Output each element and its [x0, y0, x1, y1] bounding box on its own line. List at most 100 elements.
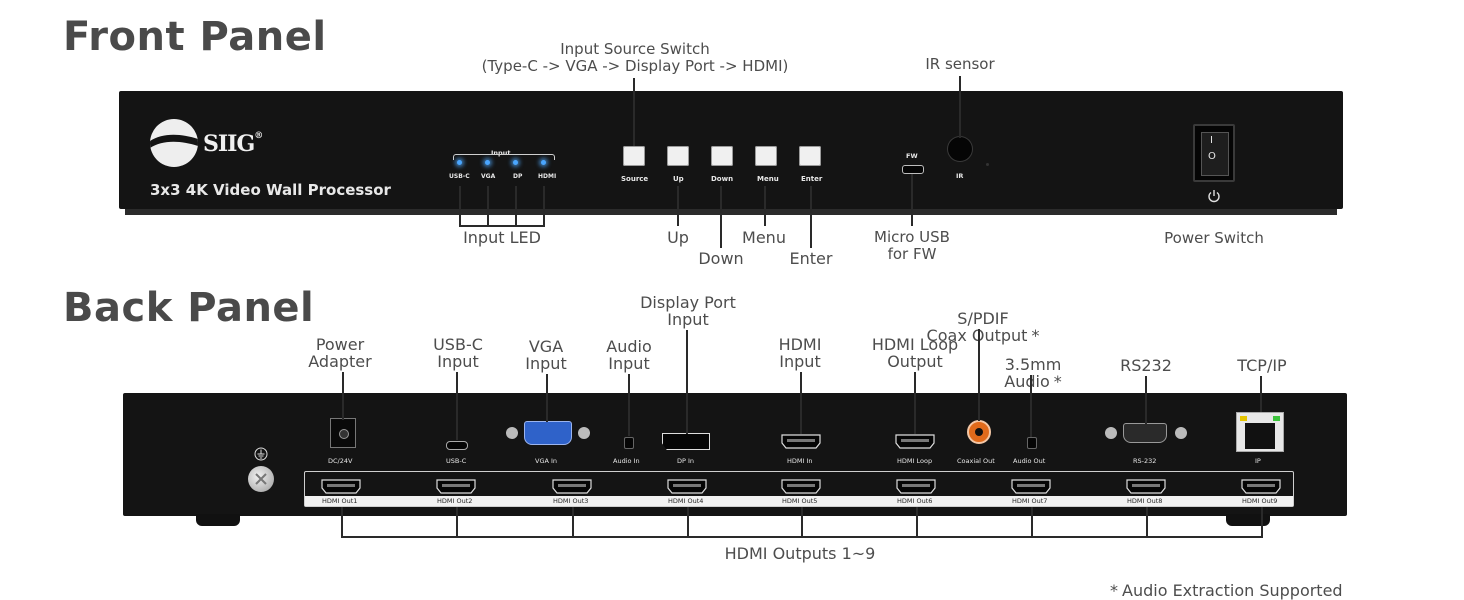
hdmi-in-port[interactable]: [781, 434, 821, 449]
leader-dp: [686, 330, 688, 434]
leader-led-1: [459, 186, 461, 226]
micro-usb-port[interactable]: [902, 165, 924, 174]
dc-port-label: DC/24V: [328, 457, 353, 465]
callout-hdmi-outputs: HDMI Outputs 1~9: [724, 544, 876, 563]
bracket-out-7: [1031, 507, 1033, 537]
hdmi-out-1[interactable]: [321, 479, 361, 494]
callout-tcpip: TCP/IP: [1237, 356, 1287, 375]
led-hdmi: [541, 160, 546, 165]
callout-up: Up: [667, 228, 689, 247]
foot-right: [1226, 514, 1270, 526]
bracket-out-5: [801, 507, 803, 537]
bracket-out-bar: [341, 536, 1263, 538]
power-switch[interactable]: I O: [1193, 124, 1235, 182]
switch-off-symbol: O: [1208, 151, 1216, 162]
hdmi-out-9[interactable]: [1241, 479, 1281, 494]
audio-in-jack[interactable]: [624, 437, 634, 449]
rj45-port[interactable]: [1236, 412, 1284, 452]
leader-rs232: [1145, 376, 1147, 424]
callout-input-led: Input LED: [463, 228, 541, 247]
menu-button[interactable]: [755, 146, 777, 166]
leader-led-3: [515, 186, 517, 226]
dc-pin: [339, 429, 349, 439]
up-button[interactable]: [667, 146, 689, 166]
hdmi-loop-port[interactable]: [895, 434, 935, 449]
callout-enter: Enter: [789, 249, 833, 268]
callout-vga-input: VGA Input: [525, 337, 567, 373]
leader-coax: [978, 329, 980, 421]
coax-out-port[interactable]: [967, 420, 991, 444]
bracket-out-2: [456, 507, 458, 537]
hdmi-out-label-3: HDMI Out3: [553, 497, 589, 505]
dc-power-jack[interactable]: [330, 418, 356, 448]
ground-screw[interactable]: [248, 466, 274, 492]
callout-spdif: S/PDIF Coax Output*: [926, 309, 1040, 345]
callout-power-adapter: Power Adapter: [308, 335, 372, 371]
bracket-out-8: [1146, 507, 1148, 537]
hdmi-out-2[interactable]: [436, 479, 476, 494]
hdmi-out-6[interactable]: [896, 479, 936, 494]
hdmi-out-label-7: HDMI Out7: [1012, 497, 1048, 505]
rs232-port[interactable]: [1123, 423, 1167, 443]
led-dp: [513, 160, 518, 165]
input-group-bracket: [453, 154, 555, 160]
rs232-screw-left: [1105, 427, 1117, 439]
hdmi-out-label-4: HDMI Out4: [668, 497, 704, 505]
callout-input-source-switch: Input Source Switch (Type-C -> VGA -> Di…: [481, 40, 789, 75]
callout-micro-usb: Micro USB for FW: [874, 228, 950, 263]
vga-port[interactable]: [524, 421, 572, 445]
ir-sensor: [948, 137, 972, 161]
coax-center: [975, 428, 983, 436]
leader-down: [720, 186, 722, 248]
leader-menu: [764, 186, 766, 226]
dp-in-port[interactable]: [662, 433, 710, 450]
hdmi-out-label-9: HDMI Out9: [1242, 497, 1278, 505]
hdmi-out-label-8: HDMI Out8: [1127, 497, 1163, 505]
hdmi-out-7[interactable]: [1011, 479, 1051, 494]
hdmi-out-8[interactable]: [1126, 479, 1166, 494]
bracket-out-1: [341, 507, 343, 537]
footnote: *Audio Extraction Supported: [1110, 581, 1343, 600]
hdmi-out-3[interactable]: [552, 479, 592, 494]
audio-out-jack[interactable]: [1027, 437, 1037, 449]
rj45-socket: [1245, 423, 1275, 449]
dp-in-label: DP In: [677, 457, 695, 465]
vga-screw-left: [506, 427, 518, 439]
foot-left: [196, 514, 240, 526]
hdmi-out-4[interactable]: [667, 479, 707, 494]
leader-hdmi-in: [800, 372, 802, 434]
ir-indicator-dot: [986, 163, 989, 166]
leader-led-bar: [459, 225, 545, 227]
hdmi-output-label-strip: [305, 496, 1293, 506]
usbc-port[interactable]: [446, 441, 468, 450]
callout-rs232: RS232: [1120, 356, 1172, 375]
rs232-screw-right: [1175, 427, 1187, 439]
enter-button[interactable]: [799, 146, 821, 166]
leader-led-4: [543, 186, 545, 226]
back-panel-heading: Back Panel: [63, 285, 315, 331]
leader-power-adapter: [342, 372, 344, 420]
up-button-label: Up: [673, 175, 684, 183]
leader-enter: [810, 186, 812, 248]
down-button[interactable]: [711, 146, 733, 166]
model-name: 3x3 4K Video Wall Processor: [150, 181, 391, 199]
hdmi-out-5[interactable]: [781, 479, 821, 494]
source-button[interactable]: [623, 146, 645, 166]
led-label-hdmi: HDMI: [538, 173, 557, 180]
back-chassis: [123, 393, 1347, 516]
leader-up: [677, 186, 679, 226]
hdmi-output-strip: [304, 471, 1294, 507]
callout-dp-input: Display Port Input: [640, 293, 736, 329]
bracket-out-9: [1261, 507, 1263, 537]
hdmi-out-label-1: HDMI Out1: [322, 497, 358, 505]
spdif-asterisk: *: [1031, 326, 1040, 345]
coax-out-label: Coaxial Out: [957, 457, 995, 465]
menu-button-label: Menu: [757, 175, 779, 183]
callout-hdmi-loop: HDMI Loop Output: [871, 335, 959, 371]
leader-tcpip: [1260, 376, 1262, 412]
audio-out-label: Audio Out: [1013, 457, 1046, 465]
fw-label: FW: [906, 152, 918, 160]
front-panel-heading: Front Panel: [63, 14, 327, 60]
leader-usbc: [456, 372, 458, 440]
leader-source: [633, 78, 635, 146]
